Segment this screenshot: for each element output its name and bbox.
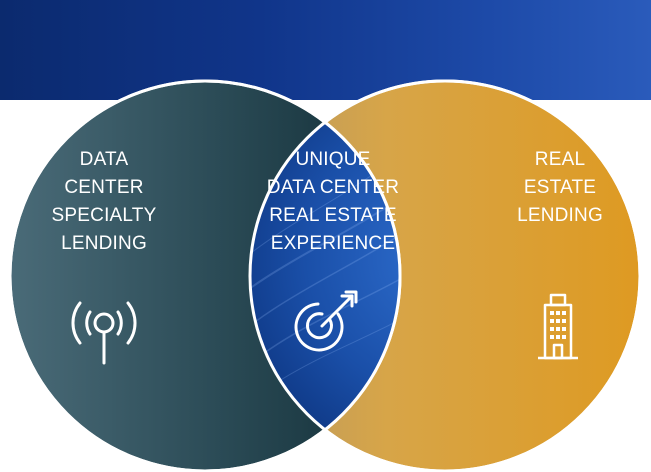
office-building-icon — [538, 293, 578, 360]
top-banner-band — [0, 0, 651, 100]
intersection-label: UNIQUE DATA CENTER REAL ESTATE EXPERIENC… — [240, 146, 426, 258]
intersection-label-line: UNIQUE — [295, 149, 371, 170]
left-label-line: LENDING — [61, 233, 147, 254]
left-label-line: SPECIALTY — [51, 205, 157, 226]
right-label-line: REAL — [534, 149, 586, 170]
intersection-label-line: REAL ESTATE — [269, 205, 397, 226]
target-arrow-icon — [294, 290, 358, 352]
left-label-line: CENTER — [64, 177, 144, 198]
left-label-line: DATA — [79, 149, 129, 170]
left-circle-label: DATA CENTER SPECIALTY LENDING — [26, 146, 182, 258]
right-label-line: ESTATE — [523, 177, 597, 198]
antenna-signal-icon — [71, 301, 137, 365]
intersection-label-line: EXPERIENCE — [270, 233, 396, 254]
right-label-line: LENDING — [517, 205, 603, 226]
intersection-label-line: DATA CENTER — [266, 177, 400, 198]
right-circle-label: REAL ESTATE LENDING — [490, 146, 630, 230]
